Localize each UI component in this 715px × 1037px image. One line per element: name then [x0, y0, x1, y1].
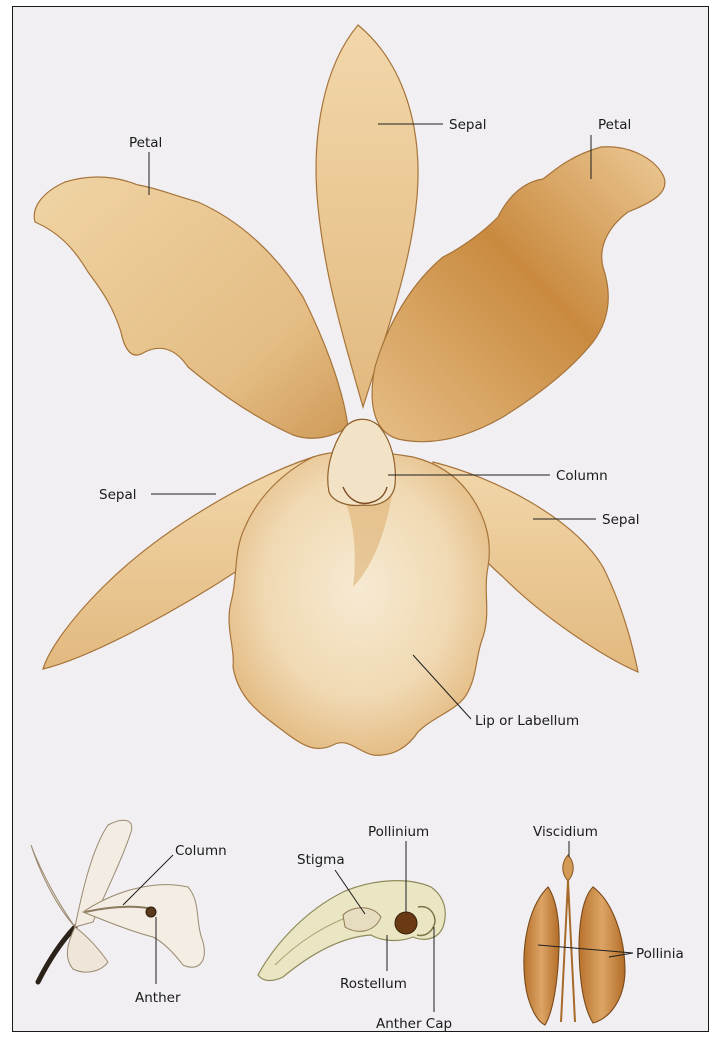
column-section-detail: Stigma Pollinium Rostellum Anther Cap	[258, 824, 452, 1032]
label-column-detail: Column	[175, 843, 227, 859]
pollinia-viscidium	[563, 855, 574, 881]
label-pollinium: Pollinium	[368, 824, 429, 840]
side-lower-petal	[67, 927, 108, 972]
label-pollinia: Pollinia	[636, 946, 684, 962]
diagram-frame: Petal Sepal Petal Sepal Column Sepal Lip…	[12, 6, 709, 1032]
label-anther-cap: Anther Cap	[376, 1016, 452, 1032]
side-anther	[146, 907, 156, 917]
label-stigma: Stigma	[297, 852, 345, 868]
label-lip: Lip or Labellum	[475, 713, 579, 729]
pollinia-stalk	[561, 881, 575, 1022]
label-sepal-right: Sepal	[602, 512, 639, 528]
label-petal-right: Petal	[598, 117, 631, 133]
orchid-anatomy-diagram: Petal Sepal Petal Sepal Column Sepal Lip…	[13, 7, 709, 1032]
label-petal-left: Petal	[129, 135, 162, 151]
label-rostellum: Rostellum	[340, 976, 407, 992]
label-sepal-left: Sepal	[99, 487, 136, 503]
section-pollinium	[395, 912, 417, 934]
side-view-detail: Column Anther	[31, 820, 227, 1006]
pollinium-left	[524, 887, 559, 1025]
left-petal-shape	[34, 177, 348, 438]
label-viscidium: Viscidium	[533, 824, 598, 840]
label-column-main: Column	[556, 468, 608, 484]
pollinia-detail: Viscidium Pollinia	[524, 824, 684, 1025]
label-sepal-top: Sepal	[449, 117, 486, 133]
label-anther: Anther	[135, 990, 181, 1006]
side-back-sepal	[31, 845, 75, 927]
